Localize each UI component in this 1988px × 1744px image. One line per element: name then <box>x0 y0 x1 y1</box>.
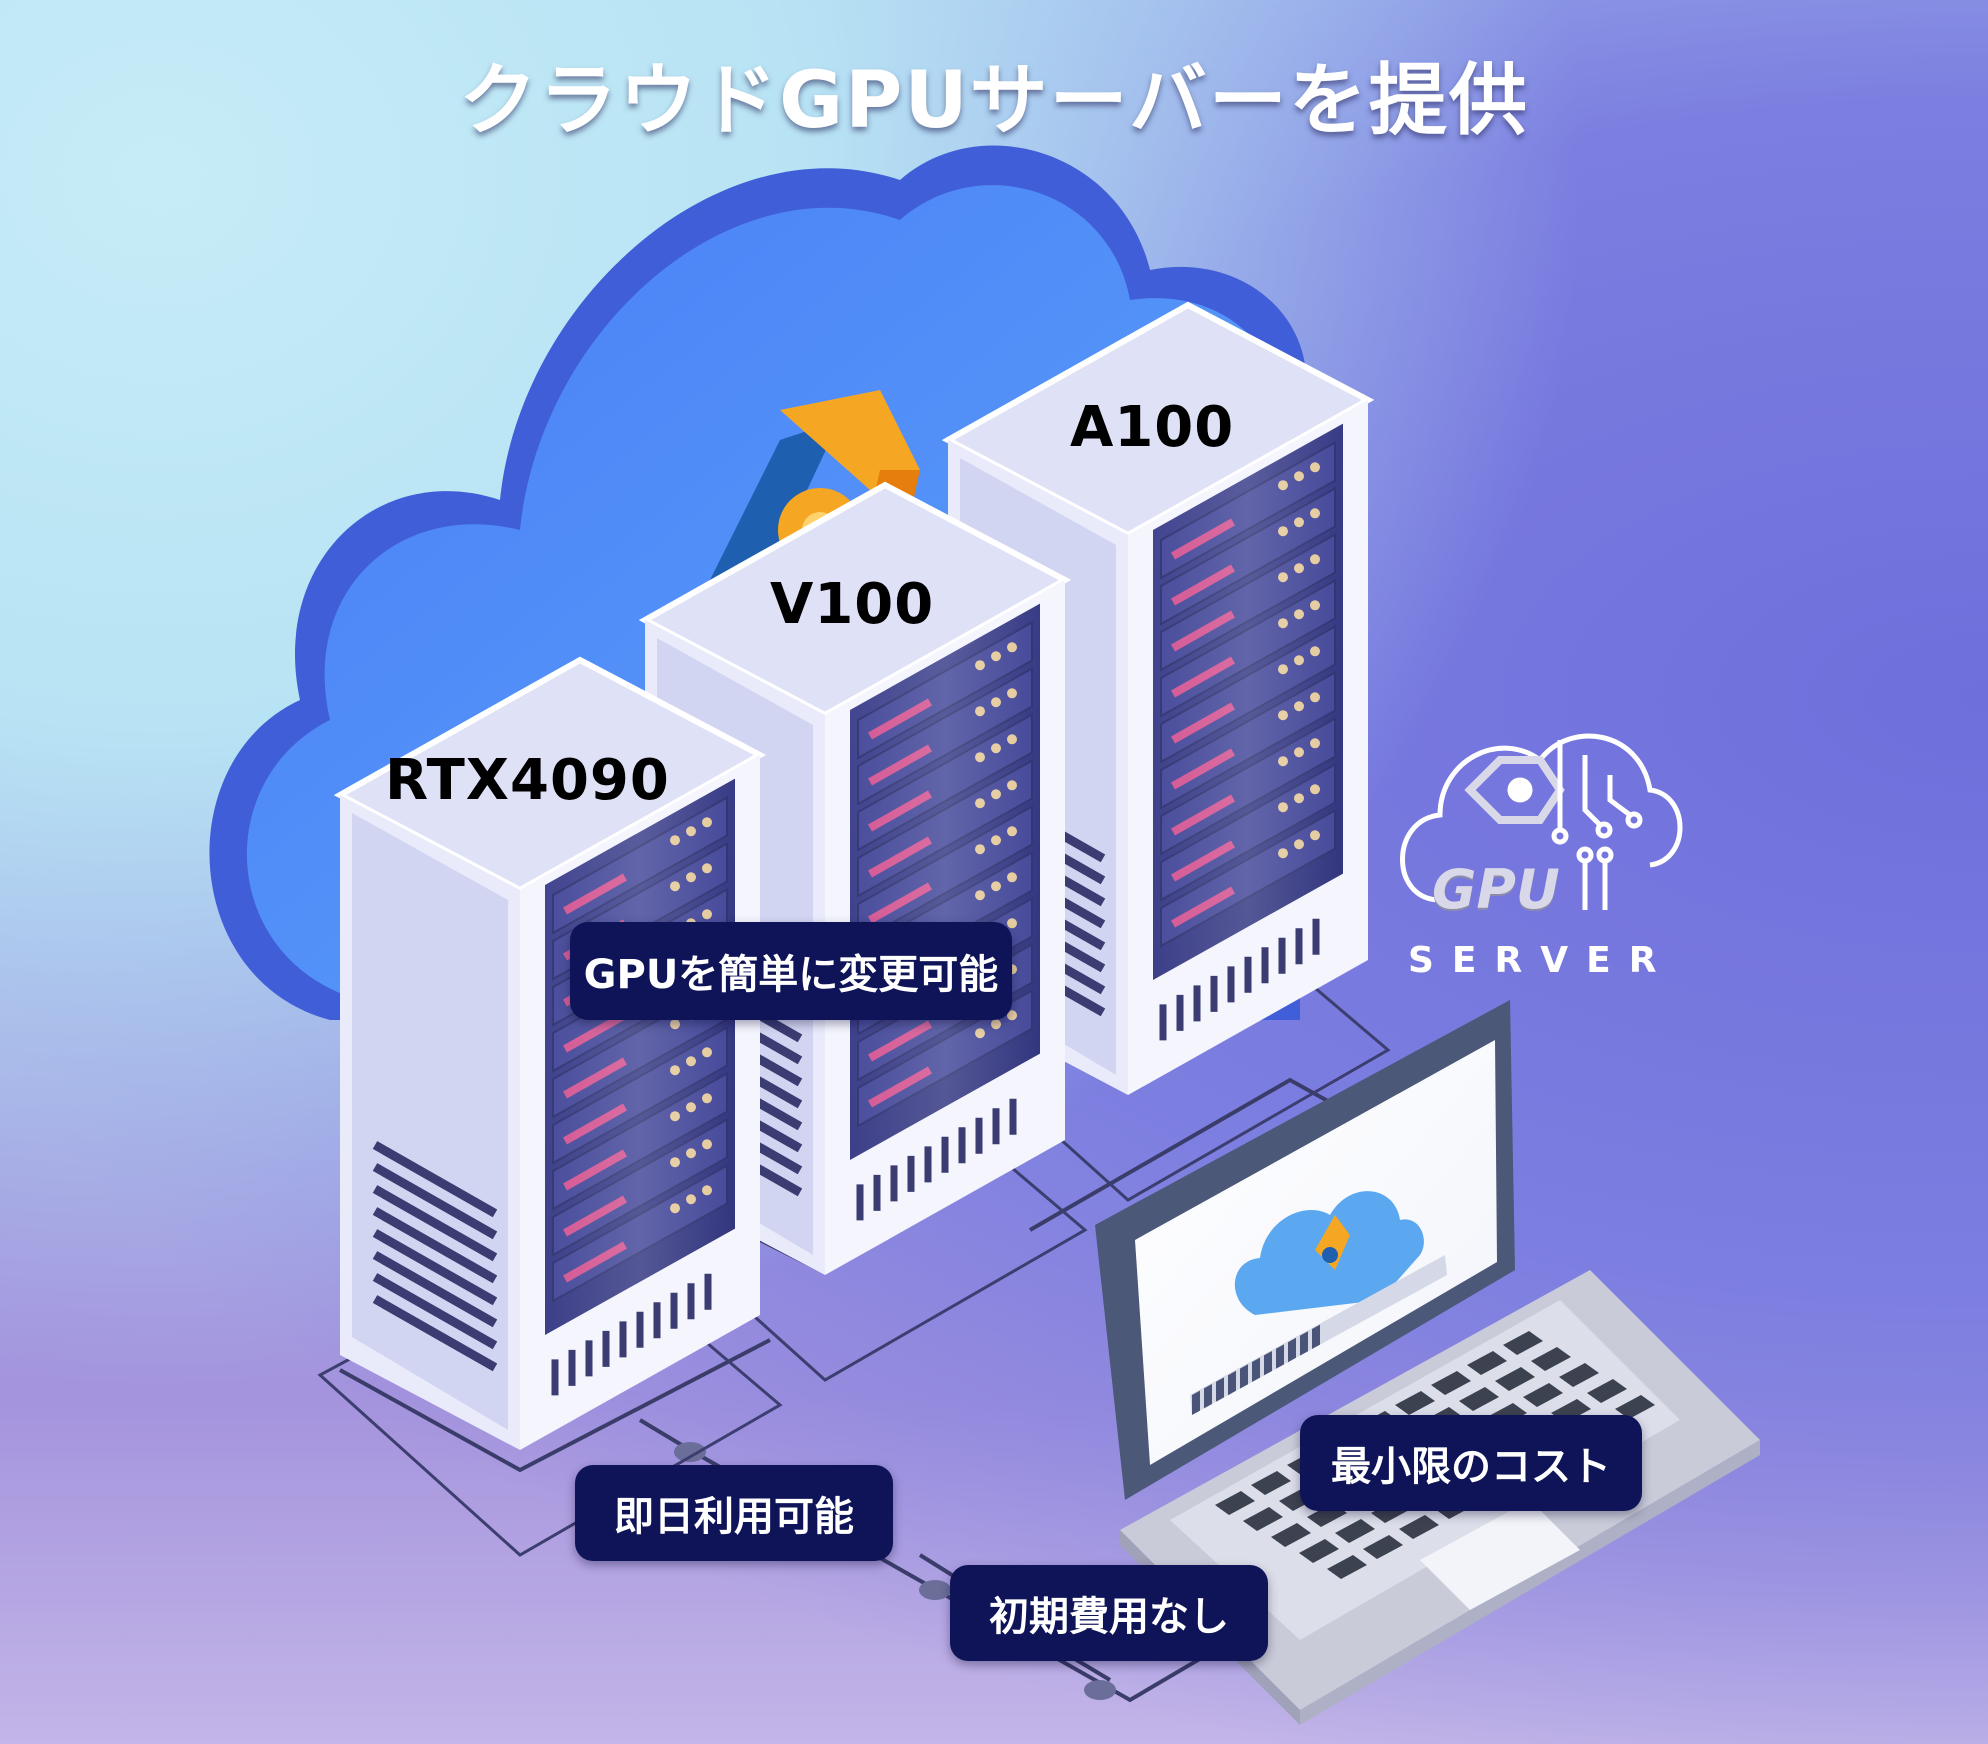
progress-bar <box>1192 1324 1320 1415</box>
brand-gpu-text: GPU <box>1432 858 1560 921</box>
server-label-rtx4090: RTX4090 <box>385 748 670 813</box>
server-label-v100: V100 <box>770 572 935 637</box>
server-label-a100: A100 <box>1070 395 1235 460</box>
feature-badge-gpu-change: GPUを簡単に変更可能 <box>570 922 1012 1020</box>
feature-badge-no-initial-cost: 初期費用なし <box>950 1565 1268 1661</box>
page-title: クラウドGPUサーバーを提供 <box>459 56 1529 146</box>
cable-connectors <box>674 1442 1116 1700</box>
server-rack-v100 <box>622 481 1088 1382</box>
brand-server-text: SERVER <box>1408 940 1675 981</box>
server-racks <box>317 301 1391 1557</box>
feature-badge-minimal-cost: 最小限のコスト <box>1300 1415 1642 1511</box>
feature-badge-same-day: 即日利用可能 <box>575 1465 893 1561</box>
gpu-server-logo-icon <box>1400 733 1683 910</box>
laptop <box>1095 1000 1760 1725</box>
